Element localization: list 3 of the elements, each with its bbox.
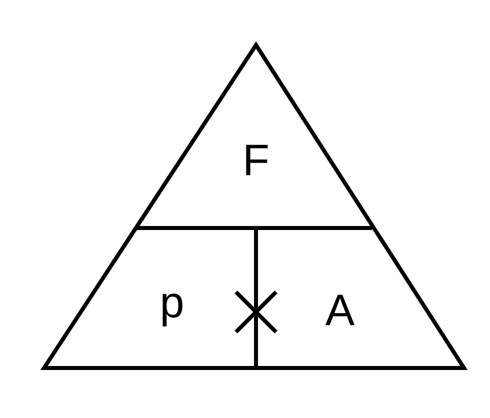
formula-letter: A bbox=[325, 294, 355, 326]
formula-letter: p bbox=[162, 294, 182, 326]
formula-letter: F bbox=[246, 144, 268, 176]
